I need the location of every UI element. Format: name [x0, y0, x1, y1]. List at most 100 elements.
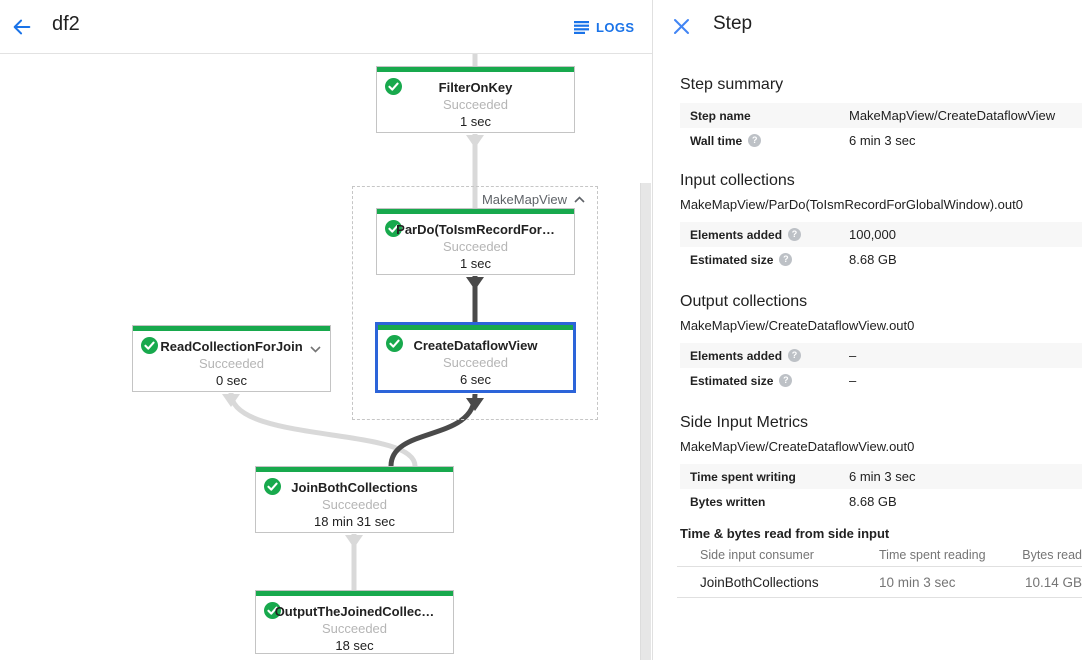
column-header-time-reading: Time spent reading: [879, 548, 986, 562]
node-status-bar: [378, 325, 573, 330]
node-time: 6 sec: [459, 372, 492, 387]
metric-value: 8.68 GB: [849, 494, 897, 509]
node-title: OutputTheJoinedCollec…: [274, 604, 435, 619]
help-icon[interactable]: [788, 349, 802, 362]
step-name-row: Step name MakeMapView/CreateDataflowView: [680, 103, 1082, 128]
logs-list-icon: [574, 20, 589, 34]
metric-value: 6 min 3 sec: [849, 133, 916, 148]
side-input-metrics-heading: Side Input Metrics: [680, 414, 809, 431]
group-makemapview-header[interactable]: MakeMapView: [482, 192, 585, 207]
node-status: Succeeded: [198, 356, 265, 371]
node-title: ReadCollectionForJoin: [160, 339, 303, 354]
estimated-size-row: Estimated size –: [680, 368, 1082, 393]
node-status: Succeeded: [321, 497, 388, 512]
metric-label-text: Bytes written: [690, 494, 766, 509]
logs-button[interactable]: LOGS: [570, 14, 638, 40]
side-input-table: Side input consumer Time spent reading B…: [677, 544, 1082, 598]
node-time: 18 min 31 sec: [314, 514, 395, 529]
metric-label-text: Estimated size: [690, 252, 774, 267]
success-check-icon: [264, 478, 281, 495]
node-status: Succeeded: [442, 97, 509, 112]
close-panel-button[interactable]: [670, 15, 692, 37]
group-makemapview: MakeMapView: [352, 186, 598, 420]
bytes-written-row: Bytes written 8.68 GB: [680, 489, 1082, 514]
node-status: Succeeded: [442, 355, 509, 370]
graph-node-filteronkey[interactable]: FilterOnKey Succeeded 1 sec: [376, 66, 575, 133]
node-text: CreateDataflowView Succeeded 6 sec: [378, 330, 573, 388]
success-check-icon: [141, 337, 158, 354]
wall-time-row: Wall time 6 min 3 sec: [680, 128, 1082, 153]
table-row: JoinBothCollections 10 min 3 sec 10.14 G…: [677, 567, 1082, 598]
node-time: 1 sec: [459, 256, 492, 271]
metric-value: MakeMapView/CreateDataflowView: [849, 108, 1056, 123]
metric-value: 6 min 3 sec: [849, 469, 916, 484]
node-text: ReadCollectionForJoin Succeeded 0 sec: [133, 331, 330, 389]
job-title: df2: [52, 13, 80, 35]
output-collection-name: MakeMapView/CreateDataflowView.out0: [680, 318, 915, 333]
help-icon[interactable]: [788, 228, 802, 241]
column-header-consumer: Side input consumer: [700, 548, 814, 562]
expand-node-button[interactable]: [310, 340, 321, 358]
graph-scrollbar-thumb[interactable]: [640, 183, 651, 660]
node-status: Succeeded: [442, 239, 509, 254]
success-check-icon: [385, 78, 402, 95]
group-label: MakeMapView: [481, 192, 567, 207]
metric-label: Time spent writing: [680, 470, 849, 484]
node-status-bar: [377, 67, 574, 72]
cell-consumer: JoinBothCollections: [700, 574, 819, 590]
metric-value: –: [849, 348, 857, 363]
graph-node-readcollectionforjoin[interactable]: ReadCollectionForJoin Succeeded 0 sec: [132, 325, 331, 392]
node-text: JoinBothCollections Succeeded 18 min 31 …: [256, 472, 453, 530]
metric-label: Estimated size: [680, 253, 849, 267]
node-title: ParDo(ToIsmRecordFor…: [396, 222, 555, 237]
cell-time-reading: 10 min 3 sec: [879, 574, 956, 590]
estimated-size-row: Estimated size 8.68 GB: [680, 247, 1082, 272]
help-icon[interactable]: [748, 134, 762, 147]
help-icon[interactable]: [779, 374, 793, 387]
metric-value: 100,000: [849, 227, 896, 242]
success-check-icon: [386, 335, 403, 352]
close-icon: [673, 18, 689, 34]
metric-label-text: Estimated size: [690, 373, 774, 388]
metric-label: Step name: [680, 109, 849, 123]
metric-label: Wall time: [680, 134, 849, 148]
node-time: 0 sec: [215, 373, 248, 388]
graph-node-createdataflowview[interactable]: CreateDataflowView Succeeded 6 sec: [375, 322, 576, 393]
input-collections-heading: Input collections: [680, 172, 795, 189]
graph-node-joinbothcollections[interactable]: JoinBothCollections Succeeded 18 min 31 …: [255, 466, 454, 533]
node-status: Succeeded: [321, 621, 388, 636]
logs-button-label: LOGS: [596, 19, 635, 35]
metric-label-text: Wall time: [690, 133, 743, 148]
step-details-panel: Step Step summary Step name MakeMapView/…: [653, 0, 1090, 660]
table-header-row: Side input consumer Time spent reading B…: [677, 544, 1082, 567]
output-collections-heading: Output collections: [680, 293, 808, 310]
graph-node-outputthejoinedcollection[interactable]: OutputTheJoinedCollec… Succeeded 18 sec: [255, 590, 454, 654]
node-status-bar: [133, 326, 330, 331]
metric-label: Elements added: [680, 349, 849, 363]
help-icon[interactable]: [779, 253, 793, 266]
panel-divider: [652, 0, 653, 660]
node-time: 1 sec: [459, 114, 492, 129]
panel-title: Step: [713, 13, 753, 34]
column-header-bytes-read: Bytes read: [1022, 548, 1082, 562]
back-button[interactable]: [8, 13, 36, 41]
elements-added-row: Elements added 100,000: [680, 222, 1082, 247]
metric-value: 8.68 GB: [849, 252, 897, 267]
node-text: ParDo(ToIsmRecordFor… Succeeded 1 sec: [377, 214, 574, 272]
metric-label-text: Elements added: [690, 348, 783, 363]
time-spent-writing-row: Time spent writing 6 min 3 sec: [680, 464, 1082, 489]
metric-label: Estimated size: [680, 374, 849, 388]
step-summary-heading: Step summary: [680, 76, 784, 93]
metric-label-text: Elements added: [690, 227, 783, 242]
node-status-bar: [256, 591, 453, 596]
metric-label-text: Time spent writing: [690, 469, 796, 484]
metric-value: –: [849, 373, 857, 388]
side-input-collection-name: MakeMapView/CreateDataflowView.out0: [680, 439, 915, 454]
metric-label: Bytes written: [680, 495, 849, 509]
back-arrow-icon: [13, 19, 31, 35]
side-input-table-heading: Time & bytes read from side input: [680, 526, 890, 541]
graph-node-pardo-toismrecord[interactable]: ParDo(ToIsmRecordFor… Succeeded 1 sec: [376, 208, 575, 275]
cell-bytes-read: 10.14 GB: [1024, 574, 1082, 590]
input-collection-name: MakeMapView/ParDo(ToIsmRecordForGlobalWi…: [680, 197, 1023, 212]
